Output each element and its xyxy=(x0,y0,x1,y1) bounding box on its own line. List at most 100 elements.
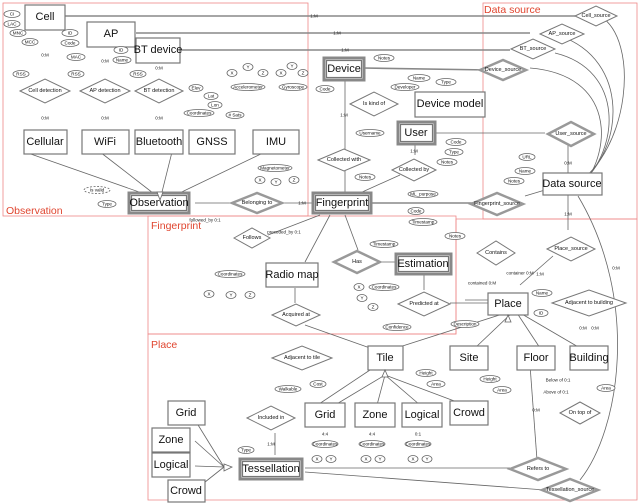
entity-tess-logical[interactable]: Logical xyxy=(151,452,191,478)
entity-estimation[interactable]: Estimation xyxy=(394,252,453,276)
entity-tile-logical[interactable]: Logical xyxy=(401,402,443,428)
svg-text:Cell: Cell xyxy=(36,11,55,23)
svg-text:1:M: 1:M xyxy=(410,149,418,154)
svg-text:Z: Z xyxy=(293,178,296,183)
entity-tessellation[interactable]: Tessellation xyxy=(238,457,304,481)
entity-bluetooth[interactable]: Bluetooth xyxy=(134,129,184,155)
svg-text:Tile: Tile xyxy=(376,352,393,364)
rel-cell-detection[interactable]: Cell detection xyxy=(18,78,72,104)
rel-acquired-at[interactable]: Acquired at xyxy=(270,303,322,327)
svg-text:Description: Description xyxy=(454,322,477,327)
svg-text:LAC: LAC xyxy=(8,22,18,27)
rel-refers-to[interactable]: Refers to xyxy=(506,456,570,482)
rel-included-in[interactable]: Included in xyxy=(245,405,297,431)
rel-cell-source[interactable]: Cell_source xyxy=(573,5,619,27)
svg-text:Cell_source: Cell_source xyxy=(581,13,610,19)
rel-device-source[interactable]: Device_source xyxy=(476,58,530,82)
svg-text:Y: Y xyxy=(290,64,293,69)
rel-bt-source[interactable]: BT_source xyxy=(509,38,557,60)
svg-text:0:M: 0:M xyxy=(41,116,49,121)
entity-tile-crowd[interactable]: Crowd xyxy=(449,400,489,426)
svg-text:Y: Y xyxy=(229,293,232,298)
attr-est-timestamp: Timestamp xyxy=(369,240,399,248)
entity-user[interactable]: User xyxy=(396,120,437,146)
attr-fp-notes: Notes xyxy=(354,173,376,181)
rel-has[interactable]: Has xyxy=(331,249,383,275)
attributes: CI LAC MNC MCC ID Code MAC ID Name RSS R… xyxy=(3,10,616,463)
attr-imu-gyr-z: Z xyxy=(297,69,309,77)
svg-text:Crowd: Crowd xyxy=(453,407,485,419)
weak-entity-inner-border xyxy=(314,194,370,212)
svg-text:Lat: Lat xyxy=(208,94,215,99)
attr-adj-tile-cost: Cost xyxy=(309,380,327,388)
entity-tile-zone[interactable]: Zone xyxy=(354,402,396,428)
entity-imu[interactable]: IMU xyxy=(252,129,300,155)
rel-adjacent-to-building[interactable]: Adjacent to building xyxy=(550,289,628,317)
rel-collected-with[interactable]: Collected with xyxy=(316,148,372,172)
entity-tess-crowd[interactable]: Crowd xyxy=(167,479,206,503)
entity-floor[interactable]: Floor xyxy=(516,345,556,371)
entity-gnss[interactable]: GNSS xyxy=(188,129,236,155)
svg-text:Confidence: Confidence xyxy=(385,325,409,330)
attr-ap-code: Code xyxy=(60,39,80,47)
entity-wifi[interactable]: WiFi xyxy=(81,129,130,155)
entity-device[interactable]: Device xyxy=(322,56,366,82)
svg-text:Notes: Notes xyxy=(359,175,372,180)
role-container: container 0:M xyxy=(506,271,534,276)
svg-text:Username: Username xyxy=(359,131,381,136)
weak-entity-inner-border xyxy=(241,460,301,478)
svg-text:Observation: Observation xyxy=(129,197,188,209)
svg-text:X: X xyxy=(357,285,360,290)
entity-site[interactable]: Site xyxy=(449,345,489,371)
entity-place[interactable]: Place xyxy=(487,292,529,316)
svg-text:Gyroscope: Gyroscope xyxy=(282,85,305,90)
entity-data-source[interactable]: Data source xyxy=(542,172,603,196)
rel-predicted-at[interactable]: Predicted at xyxy=(396,291,452,317)
rel-ap-detection[interactable]: AP detection xyxy=(78,78,132,104)
entity-tile-grid[interactable]: Grid xyxy=(304,402,346,428)
svg-text:Code: Code xyxy=(411,209,422,214)
rel-contains[interactable]: Contains xyxy=(476,240,516,266)
svg-text:Y: Y xyxy=(425,457,428,462)
entity-tess-grid[interactable]: Grid xyxy=(167,400,206,426)
svg-text:Place_source: Place_source xyxy=(554,246,587,252)
svg-text:Place: Place xyxy=(494,298,522,310)
entity-cell[interactable]: Cell xyxy=(24,4,66,31)
svg-text:Has: Has xyxy=(352,259,362,265)
entity-cellular[interactable]: Cellular xyxy=(23,129,68,155)
rel-tessellation-source[interactable]: Tessellation_source xyxy=(538,477,602,503)
svg-text:Collected by: Collected by xyxy=(399,167,430,173)
entity-device-model[interactable]: Device model xyxy=(414,91,486,118)
svg-text:1:M: 1:M xyxy=(333,31,341,36)
rel-follows[interactable]: Follows xyxy=(232,227,272,249)
rel-adjacent-to-tile[interactable]: Adjacent to tile xyxy=(270,345,334,371)
attr-device-notes: Notes xyxy=(373,54,395,62)
svg-text:Walkable: Walkable xyxy=(279,387,298,392)
entity-radio-map[interactable]: Radio map xyxy=(265,262,319,288)
rel-on-top-of[interactable]: On top of xyxy=(558,401,602,425)
rel-ap-source[interactable]: AP_source xyxy=(538,23,586,45)
attr-rm-x: X xyxy=(203,290,215,298)
rel-bt-detection[interactable]: BT detection xyxy=(133,78,185,104)
rel-belonging-to[interactable]: Belonging to xyxy=(228,191,286,215)
entity-tile[interactable]: Tile xyxy=(367,345,404,371)
svg-text:AP_source: AP_source xyxy=(549,31,576,37)
entity-bt-device[interactable]: BT device xyxy=(134,37,183,64)
rel-fingerprint-source[interactable]: Fingerprint_source xyxy=(467,191,527,217)
rel-user-source[interactable]: User_source xyxy=(545,120,597,148)
svg-text:Z: Z xyxy=(262,71,265,76)
rel-place-source[interactable]: Place_source xyxy=(545,236,597,262)
attr-tzone-x: X xyxy=(360,455,372,463)
attr-cell-lac: LAC xyxy=(3,20,21,28)
entity-ap[interactable]: AP xyxy=(86,21,136,48)
svg-text:Area: Area xyxy=(601,386,611,391)
rel-is-kind-of[interactable]: Is kind of xyxy=(348,91,400,117)
svg-text:X: X xyxy=(258,178,261,183)
svg-text:Y: Y xyxy=(246,65,249,70)
entity-tess-zone[interactable]: Zone xyxy=(151,427,191,453)
entity-fingerprint[interactable]: Fingerprint xyxy=(311,191,373,215)
rel-collected-by[interactable]: Collected by xyxy=(390,158,438,182)
entity-building[interactable]: Building xyxy=(569,345,609,371)
svg-text:0:M: 0:M xyxy=(564,161,572,166)
weak-entity-inner-border xyxy=(325,59,363,79)
